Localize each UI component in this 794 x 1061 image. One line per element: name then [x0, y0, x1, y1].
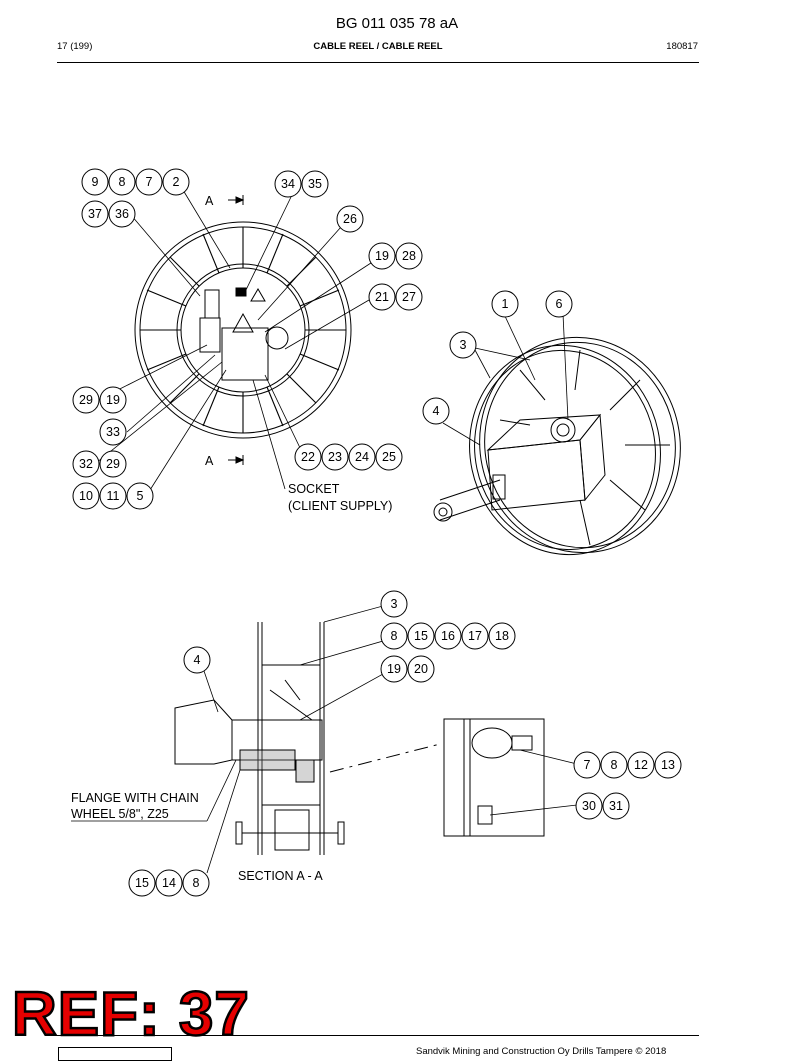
callout: 19	[106, 393, 120, 407]
leader-lines	[71, 189, 578, 874]
callout: 6	[556, 297, 563, 311]
callout: 28	[402, 249, 416, 263]
callout: 35	[308, 177, 322, 191]
callout: 5	[137, 489, 144, 503]
socket-label: SOCKET	[288, 482, 340, 496]
callout: 19	[375, 249, 389, 263]
callout: 11	[107, 489, 120, 503]
callout: 15	[414, 629, 428, 643]
callout: 32	[79, 457, 93, 471]
callout: 7	[584, 758, 591, 772]
document-number: BG 011 035 78 aA	[335, 15, 459, 32]
callout: 37	[88, 207, 102, 221]
callout: 23	[328, 450, 342, 464]
reference-stamp: REF: 37	[11, 980, 250, 1049]
callout: 29	[106, 457, 120, 471]
section-label: SECTION A - A	[238, 869, 323, 883]
document-date: 180817	[666, 41, 698, 52]
callout: 14	[162, 876, 176, 890]
callout: 33	[106, 425, 120, 439]
callout: 8	[193, 876, 200, 890]
callout: 15	[135, 876, 149, 890]
callout: 4	[194, 653, 201, 667]
callout: 24	[355, 450, 369, 464]
callout: 4	[433, 404, 440, 418]
callout: 2	[173, 175, 180, 189]
callout: 34	[281, 177, 295, 191]
callout: 8	[119, 175, 126, 189]
callout: 19	[387, 662, 401, 676]
callout: 1	[502, 297, 509, 311]
page-number: 17 (199)	[57, 41, 93, 52]
callout-numbers: 9 8 7 2 34 35 37 36 26 19 28 21 27 1 6 3…	[79, 175, 675, 890]
flange-label: FLANGE WITH CHAIN	[71, 791, 199, 805]
footer-rule	[57, 1035, 699, 1036]
callout: 21	[375, 290, 389, 304]
flange-sublabel: WHEEL 5/8", Z25	[71, 807, 169, 821]
callout: 10	[79, 489, 93, 503]
callout: 27	[402, 290, 416, 304]
callout: 30	[582, 799, 596, 813]
footer-copyright: Sandvik Mining and Construction Oy Drill…	[416, 1046, 667, 1057]
section-marker-top: A	[205, 194, 214, 208]
socket-sublabel: (CLIENT SUPPLY)	[288, 499, 392, 513]
callout: 3	[391, 597, 398, 611]
company-logo	[58, 1047, 172, 1061]
callout: 3	[460, 338, 467, 352]
callout: 18	[495, 629, 509, 643]
callout: 12	[634, 758, 648, 772]
callout: 8	[391, 629, 398, 643]
header-rule	[57, 62, 699, 63]
callout-bubbles	[72, 168, 682, 897]
callout: 22	[301, 450, 315, 464]
detail-view	[329, 718, 545, 837]
callout: 31	[609, 799, 623, 813]
callout: 26	[343, 212, 357, 226]
callout: 9	[92, 175, 99, 189]
callout: 29	[79, 393, 93, 407]
callout: 17	[468, 629, 482, 643]
callout: 36	[115, 207, 129, 221]
section-marker-bottom: A	[205, 454, 214, 468]
section-view	[174, 622, 345, 855]
callout: 25	[382, 450, 396, 464]
callout: 7	[146, 175, 153, 189]
sheet-title: CABLE REEL / CABLE REEL	[313, 41, 443, 52]
callout: 16	[441, 629, 455, 643]
front-view-reel	[134, 195, 352, 465]
isometric-view-reel	[433, 336, 681, 556]
callout: 20	[414, 662, 428, 676]
callout: 13	[661, 758, 675, 772]
callout: 8	[611, 758, 618, 772]
